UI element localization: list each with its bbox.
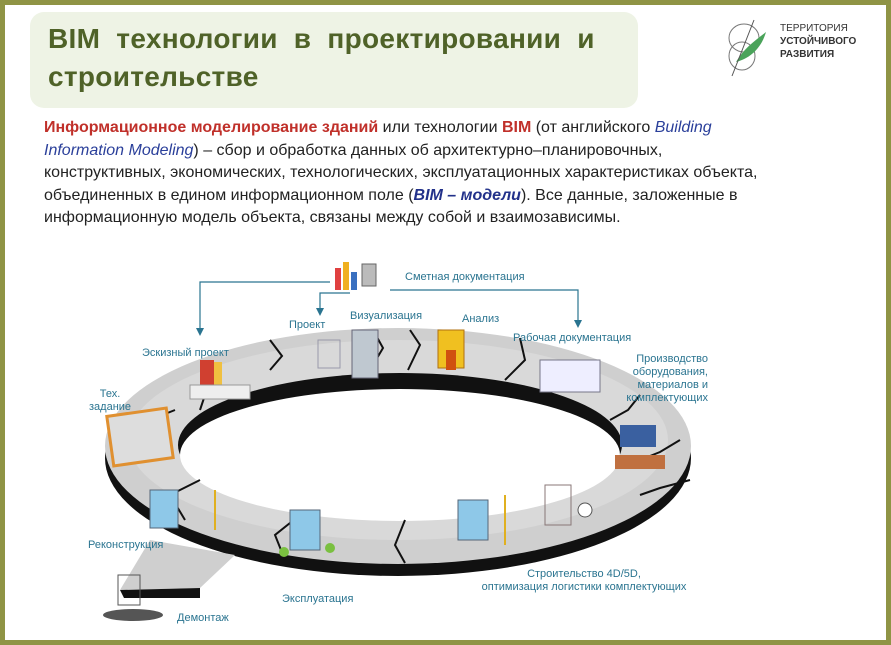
- label-analysis: Анализ: [462, 313, 500, 325]
- construction-building-icon: [457, 484, 593, 545]
- label-demolition: Демонтаж: [177, 612, 229, 624]
- estimate-chart-icon: [335, 262, 377, 290]
- label-visualization: Визуализация: [350, 310, 423, 322]
- logo: ТЕРРИТОРИЯ УСТОЙЧИВОГО РАЗВИТИЯ: [722, 18, 872, 78]
- sketch-model-icon: [189, 360, 251, 400]
- logo-text: ТЕРРИТОРИЯ УСТОЙЧИВОГО РАЗВИТИЯ: [780, 23, 857, 60]
- label-operation: Эксплуатация: [282, 593, 354, 605]
- slide-title: BIM технологии в проектировании и строит…: [48, 23, 595, 92]
- reconstruction-building-icon: [149, 489, 216, 530]
- label-estimate-docs: Сметная документация: [405, 271, 525, 283]
- label-tech-task: Тех.задание: [89, 388, 132, 413]
- label-working-docs: Рабочая документация: [513, 332, 632, 344]
- working-docs-icon: [539, 359, 601, 393]
- analysis-building-icon: [437, 329, 465, 370]
- leaf-logo-icon: [728, 19, 766, 77]
- label-sketch-project: Эскизный проект: [142, 347, 229, 359]
- label-construction: Строительство 4D/5D,оптимизация логистик…: [481, 568, 687, 593]
- tech-task-icon: [105, 406, 175, 468]
- definition-paragraph: Информационное моделирование зданий или …: [44, 119, 758, 226]
- label-project: Проект: [289, 319, 326, 331]
- title-box: BIM технологии в проектировании и строит…: [30, 12, 638, 108]
- label-reconstruction: Реконструкция: [88, 539, 164, 551]
- operation-building-icon: [279, 509, 335, 557]
- project-drawing-icon: [317, 339, 341, 369]
- production-machine-icon: [615, 425, 665, 469]
- estimate-arrows: [199, 281, 579, 330]
- ring: [105, 328, 691, 598]
- visualization-building-icon: [351, 329, 379, 379]
- demolition-rubble-icon: [103, 574, 163, 621]
